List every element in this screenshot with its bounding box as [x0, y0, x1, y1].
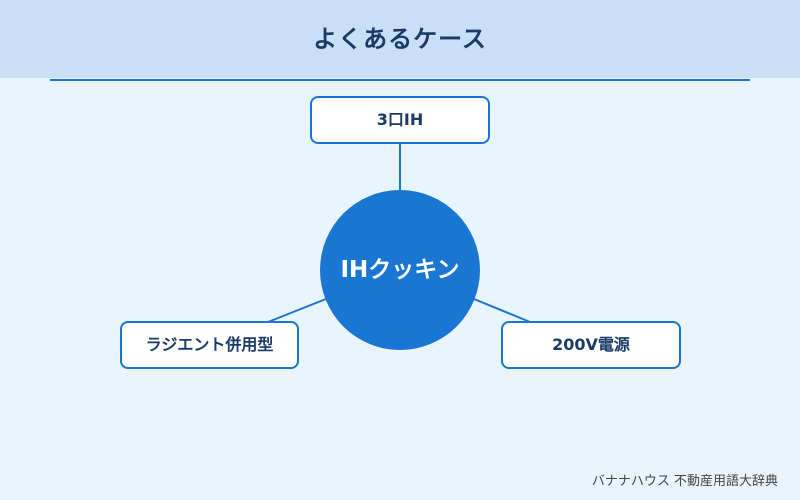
footer-credit: バナナハウス 不動産用語大辞典: [591, 474, 778, 489]
node-right-label: 200V電源: [552, 335, 630, 354]
connector-left: [267, 298, 327, 323]
hub-circle: IHクッキン: [320, 190, 480, 350]
node-top-label: 3口IH: [376, 110, 424, 129]
header-divider: [50, 79, 750, 81]
connector-right: [473, 298, 531, 323]
page-title: よくあるケース: [313, 25, 487, 53]
header-banner: [0, 0, 800, 78]
node-left: ラジエント併用型: [120, 321, 299, 369]
node-right: 200V電源: [501, 321, 681, 369]
node-left-label: ラジエント併用型: [145, 335, 274, 354]
hub-label: IHクッキン: [340, 257, 460, 283]
node-top: 3口IH: [310, 96, 490, 144]
